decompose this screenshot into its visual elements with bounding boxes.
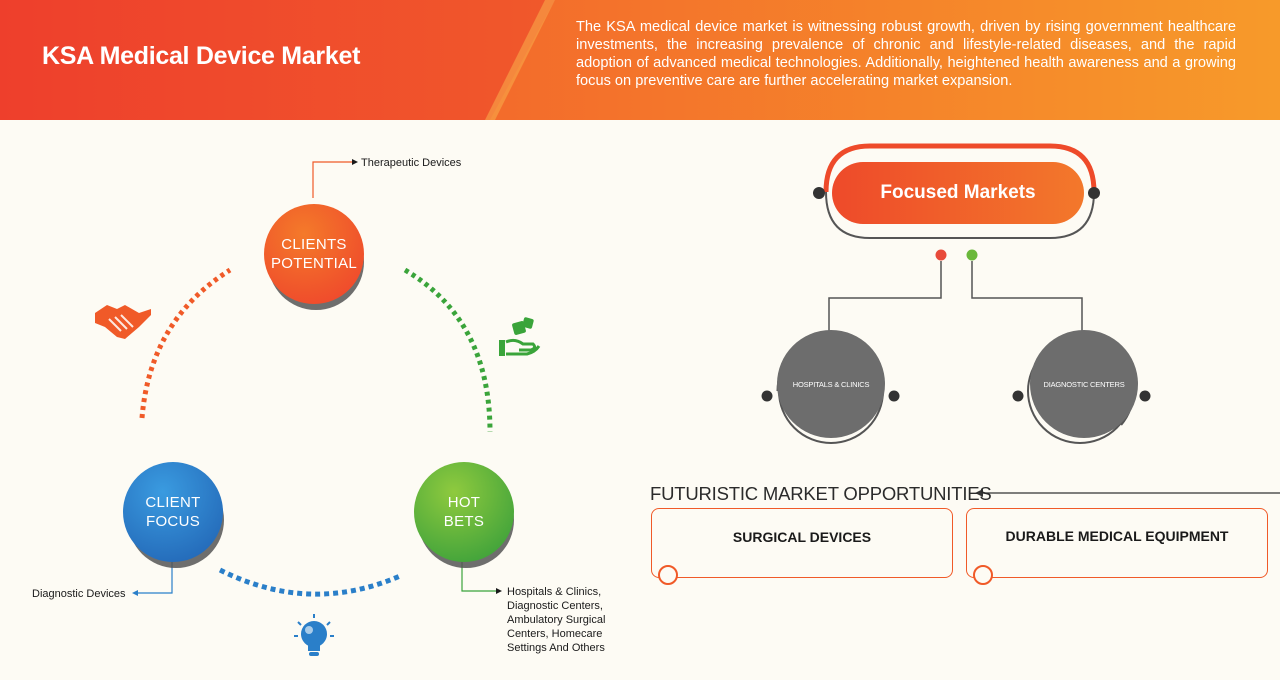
hot-bets-circle: HOT BETS <box>414 462 514 562</box>
arc-orange <box>139 267 232 419</box>
client-focus-circle: CLIENT FOCUS <box>123 462 223 562</box>
therapeutic-devices-label: Therapeutic Devices <box>361 157 462 169</box>
handshake-icon <box>95 305 151 339</box>
clients-potential-line1: CLIENTS <box>281 236 347 253</box>
connector-dot-green <box>966 249 978 261</box>
header-description: The KSA medical device market is witness… <box>576 19 1236 89</box>
hot-bets-line2: BETS <box>443 513 485 530</box>
hot-bets-note-line: Ambulatory Surgical <box>507 614 606 626</box>
header-banner: KSA Medical Device Market The KSA medica… <box>0 0 1280 120</box>
card-bullet <box>658 565 678 585</box>
page-title: KSA Medical Device Market <box>42 42 361 70</box>
opportunity-card-surgical: SURGICAL DEVICES <box>651 508 953 585</box>
opportunity-card-label: SURGICAL DEVICES <box>732 529 872 545</box>
hospitals-clinics-circle: HOSPITALS & CLINICS <box>777 330 885 438</box>
client-focus-line2: FOCUS <box>146 513 200 530</box>
card-bullet <box>973 565 993 585</box>
clients-potential-line2: POTENTIAL <box>270 255 358 272</box>
diagnostic-centers-circle: DIAGNOSTIC CENTERS <box>1030 330 1138 438</box>
header-background <box>0 0 1280 120</box>
pointer-hotbets <box>461 562 496 592</box>
futuristic-opportunities-title: FUTURISTIC MARKET OPPORTUNITIES <box>650 483 992 504</box>
lightbulb-icon <box>294 614 334 656</box>
hand-dice-icon <box>499 317 541 356</box>
focused-markets-title: Focused Markets <box>832 162 1084 224</box>
hot-bets-note-line: Centers, Homecare <box>507 628 603 640</box>
clients-potential-circle: CLIENTS POTENTIAL <box>264 204 364 304</box>
hot-bets-note-line: Settings And Others <box>507 642 605 654</box>
hot-bets-note: Hospitals & Clinics, Diagnostic Centers,… <box>507 585 605 655</box>
arc-blue <box>218 567 401 597</box>
diagnostic-devices-label: Diagnostic Devices <box>32 588 126 600</box>
hot-bets-note-line: Hospitals & Clinics, <box>507 586 602 598</box>
opportunity-card-dme: DURABLE MEDICAL EQUIPMENT <box>966 508 1268 585</box>
pointer-diagnostic <box>138 562 173 594</box>
hot-bets-note-line: Diagnostic Centers, <box>507 600 603 612</box>
opportunity-card-label: DURABLE MEDICAL EQUIPMENT <box>1005 528 1229 544</box>
client-focus-line1: CLIENT <box>145 494 201 511</box>
connector-dot-red <box>935 249 947 261</box>
hot-bets-line1: HOT <box>447 494 481 511</box>
pointer-therapeutic <box>312 161 352 198</box>
